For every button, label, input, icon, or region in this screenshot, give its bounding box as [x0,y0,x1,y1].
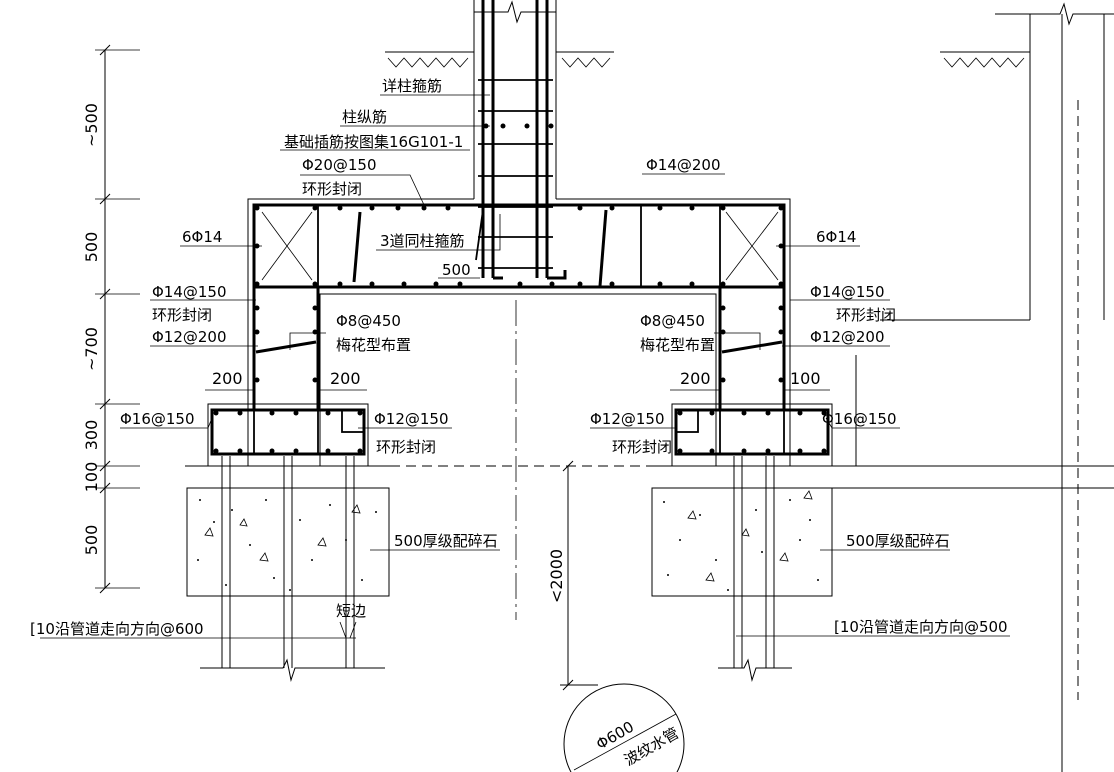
label-side-closed-left: 环形封闭 [152,306,212,324]
label-tie-right-note: 梅花型布置 [640,336,715,354]
label-top-ring-closed: 环形封闭 [302,180,362,198]
dim-label: 500 [82,232,101,263]
label-wall-right-1: 200 [680,369,711,388]
annotation-labels: 详柱箍筋 柱纵筋 基础插筋按图集16G101-1 Φ20@150 环形封闭 Φ1… [30,77,1008,638]
label-tie-right: Φ8@450 [640,312,705,330]
label-pile-right: [10沿管道走向方向@500 [834,618,1008,636]
column [473,0,567,280]
depth-dimension: <2000 [547,460,598,691]
dimension-chain: ~500 500 ~700 300 100 500 [82,44,140,594]
label-wall-left-1: 200 [212,369,243,388]
label-short-side: 短边 [336,602,366,620]
piles [200,456,792,682]
depth-label: <2000 [547,549,566,603]
ground-hatch-icon [387,57,1025,68]
label-top-ring-bar: Φ20@150 [302,156,377,174]
top-beam [247,198,791,466]
label-column-stirrups: 3道同柱箍筋 [380,232,465,250]
label-corner-left: 6Φ14 [182,228,222,246]
label-base-bar-left: Φ16@150 [120,410,195,428]
label-base-inner-right: Φ12@150 [590,410,665,428]
label-base-closed-right: 环形封闭 [612,438,672,456]
label-gravel-right: 500厚级配碎石 [846,532,950,550]
dim-label: ~500 [82,103,101,147]
label-base-inner-left: Φ12@150 [374,410,449,428]
dim-label: 100 [82,462,101,493]
label-base-bar-right: Φ16@150 [822,410,897,428]
leader-lines [40,94,1010,639]
grade-lines [185,300,1114,620]
label-wall-left-2: 200 [330,369,361,388]
pipe: Φ600 波纹水管 [563,683,685,772]
label-top-right-bar: Φ14@200 [646,156,721,174]
label-tie-left: Φ8@450 [336,312,401,330]
break-line-icon [995,2,1114,26]
label-side-bar-right-2: Φ12@200 [810,328,885,346]
label-side-closed-right: 环形封闭 [836,306,896,324]
label-wall-right-2: 100 [790,369,821,388]
break-line-icon [474,0,556,24]
concrete-hatch-icon [197,499,819,591]
label-column-bar: 柱纵筋 [342,108,387,126]
dim-label: 300 [82,420,101,451]
label-side-bar-left-2: Φ12@200 [152,328,227,346]
label-dowel-note: 基础插筋按图集16G101-1 [284,133,463,151]
base-beams [207,403,833,467]
label-side-bar-left: Φ14@150 [152,283,227,301]
label-side-bar-right: Φ14@150 [810,283,885,301]
label-stirrup-spacing: 500 [442,261,471,279]
label-stirrup-detail: 详柱箍筋 [382,77,442,95]
dim-label: ~700 [82,327,101,371]
dim-label: 500 [82,525,101,556]
adjacent-column [880,2,1114,772]
label-gravel-left: 500厚级配碎石 [394,532,498,550]
label-base-closed-left: 环形封闭 [376,438,436,456]
label-tie-left-note: 梅花型布置 [336,336,411,354]
label-pile-left: [10沿管道走向方向@600 [30,620,204,638]
label-corner-right: 6Φ14 [816,228,856,246]
